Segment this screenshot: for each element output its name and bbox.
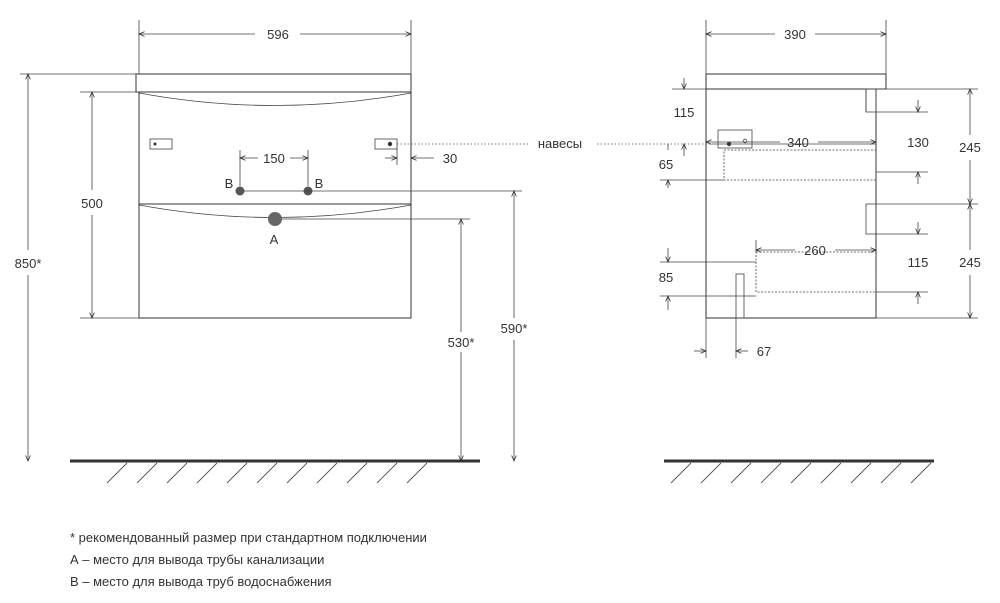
note-outlet-b: В – место для вывода труб водоснабжения xyxy=(70,574,332,589)
dim-foot-offset: 67 xyxy=(757,344,771,359)
label-a: A xyxy=(270,232,279,247)
dim-drawer2-front: 245 xyxy=(959,255,981,270)
label-hangers: навесы xyxy=(538,136,582,151)
dim-hanger-gap: 65 xyxy=(659,157,673,172)
dim-drawer2-bottom: 85 xyxy=(659,270,673,285)
left-hanger-icon xyxy=(149,138,173,150)
dim-drawer1-height: 130 xyxy=(907,135,929,150)
front-cabinet-body xyxy=(138,91,412,319)
note-outlet-a: А – место для вывода трубы канализации xyxy=(70,552,325,567)
front-floor-hatch xyxy=(106,462,428,484)
side-view: 390 115 340 65 130 245 260 xyxy=(659,20,981,484)
front-view: 596 500 850* 150 30 B B A 590* xyxy=(15,20,712,484)
dim-b-height: 590* xyxy=(501,321,528,336)
note-recommended: * рекомендованный размер при стандартном… xyxy=(70,530,427,545)
dim-a-height: 530* xyxy=(448,335,475,350)
upper-drawer-box xyxy=(723,149,877,181)
dim-drawer1-front: 245 xyxy=(959,140,981,155)
dim-drawer2-gap: 115 xyxy=(908,255,929,270)
side-hanger-icon xyxy=(717,129,753,149)
label-b-left: B xyxy=(225,176,234,191)
side-floor-hatch xyxy=(670,462,932,484)
side-cabinet-body xyxy=(705,88,877,319)
lower-drawer-box xyxy=(755,251,877,293)
footnotes: * рекомендованный размер при стандартном… xyxy=(70,527,427,593)
front-countertop xyxy=(135,73,412,93)
front-upper-drawer-curve xyxy=(138,92,412,106)
dim-b-spacing: 150 xyxy=(263,151,285,166)
dim-hanger-top: 115 xyxy=(674,105,695,120)
label-b-right: B xyxy=(315,176,324,191)
right-hanger-icon xyxy=(374,138,398,150)
dim-hanger-depth: 340 xyxy=(787,135,809,150)
side-countertop xyxy=(705,73,887,90)
outlet-b-left xyxy=(235,186,245,196)
dim-total-height: 850* xyxy=(15,256,42,271)
dim-depth: 390 xyxy=(784,27,806,42)
dim-width: 596 xyxy=(267,27,289,42)
dim-drawers-height: 500 xyxy=(81,196,103,211)
outlet-a xyxy=(268,212,282,226)
dim-hanger-offset: 30 xyxy=(443,151,457,166)
dim-drawer2-depth: 260 xyxy=(804,243,826,258)
